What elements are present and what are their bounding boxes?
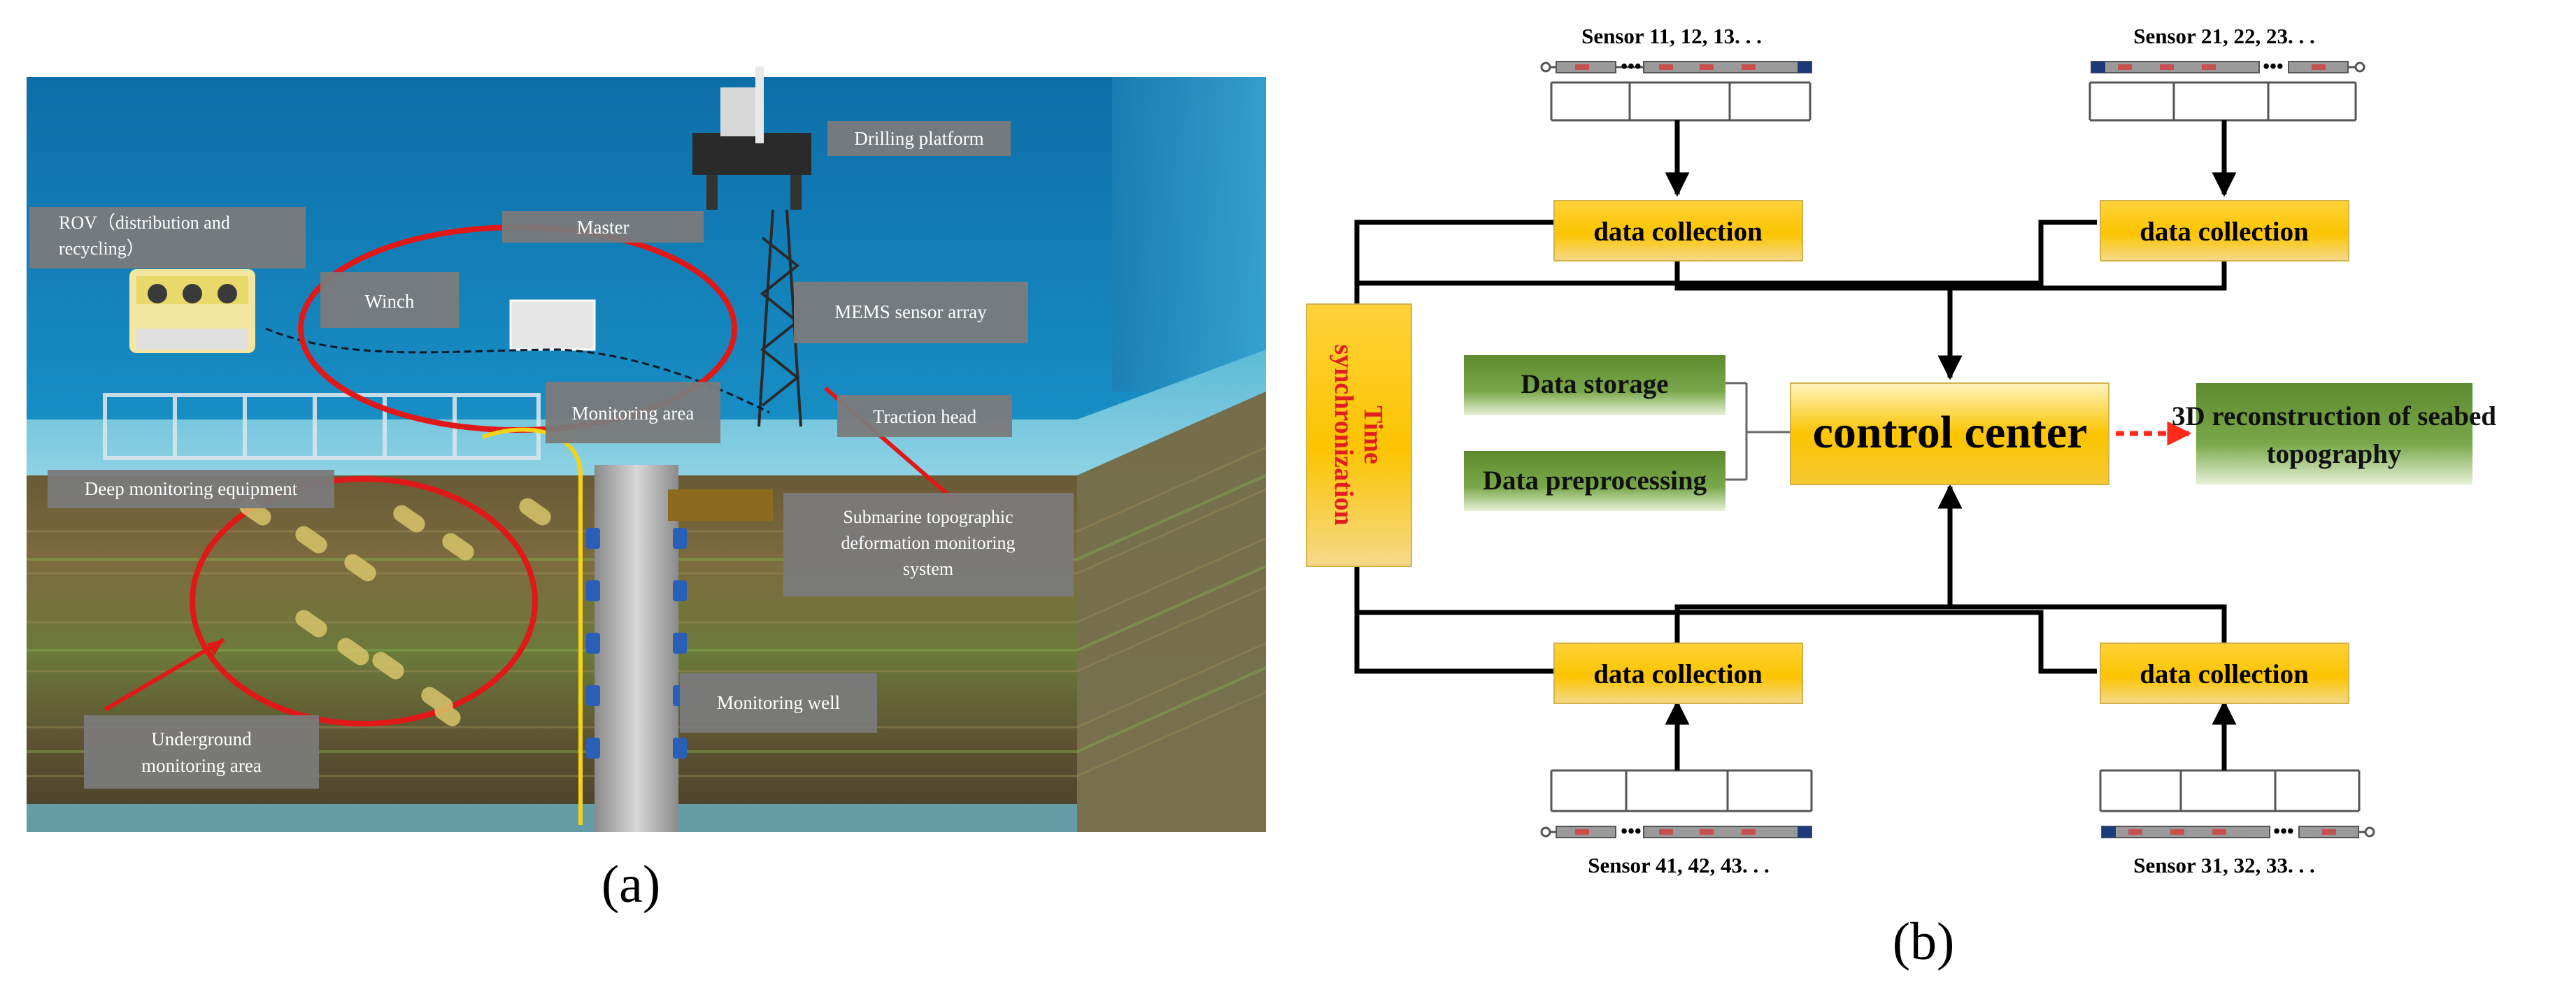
data-collection-label: data collection [2140, 217, 2309, 247]
sensor-group-bottom-left: ••• Sensor 41, 42, 43. . . [1540, 769, 1813, 877]
sensor-group-top-right: Sensor 21, 22, 23. . . ••• [2088, 24, 2365, 122]
svg-text:•••: ••• [2273, 821, 2293, 842]
data-preprocessing-box: Data preprocessing [1464, 451, 1725, 511]
label-rov-line1: ROV（distribution and [59, 213, 230, 233]
sensor-group-top-left: Sensor 11, 12, 13. . . ••• [1540, 24, 1812, 122]
svg-text:•••: ••• [1621, 821, 1641, 842]
label-rov-line2: recycling） [59, 238, 145, 259]
storage-bracket [1725, 382, 1791, 481]
data-storage-box: Data storage [1464, 355, 1725, 415]
caption-a: (a) [602, 855, 660, 914]
sensor-label-top-right: Sensor 21, 22, 23. . . [2133, 24, 2315, 48]
label-submarine-line3: system [903, 559, 953, 579]
caption-b: (b) [1893, 912, 1955, 971]
svg-text:•••: ••• [2263, 56, 2283, 78]
sensor-label-bottom-left: Sensor 41, 42, 43. . . [1588, 853, 1770, 877]
control-center-label: control center [1813, 407, 2088, 458]
label-underground-line1: Underground [151, 729, 252, 749]
time-sync-line2: synchronization [1329, 344, 1358, 525]
reconstruction-line1: 3D reconstruction of seabed [2172, 401, 2496, 431]
sensor-label-bottom-right: Sensor 31, 32, 33. . . [2133, 853, 2315, 877]
label-drilling-platform: Drilling platform [854, 128, 983, 149]
monitoring-well-icon [586, 465, 687, 832]
sensor-strip-top-left: ••• [1556, 56, 1812, 78]
label-traction-head: Traction head [873, 406, 977, 427]
data-collection-top-right: data collection [2100, 200, 2349, 261]
control-center-box: control center [1790, 382, 2109, 485]
time-sync-line1: Time [1358, 406, 1388, 464]
data-storage-label: Data storage [1521, 369, 1668, 399]
sensor-strip-top-right: ••• [2091, 56, 2349, 78]
data-collection-top-left: data collection [1553, 200, 1803, 261]
label-submarine-line1: Submarine topographic [843, 507, 1013, 527]
label-master: Master [577, 217, 629, 238]
label-submarine-line2: deformation monitoring [841, 533, 1015, 553]
label-monitoring-area: Monitoring area [572, 403, 695, 424]
reconstruction-line2: topography [2267, 439, 2402, 469]
rov-vehicle [129, 269, 255, 353]
label-deep-equipment: Deep monitoring equipment [85, 478, 298, 499]
label-mems: MEMS sensor array [834, 301, 987, 322]
data-collection-label: data collection [1593, 659, 1763, 689]
drilling-platform-icon [692, 66, 811, 210]
label-monitoring-well: Monitoring well [717, 692, 840, 713]
label-winch: Winch [365, 291, 415, 312]
data-preprocessing-label: Data preprocessing [1483, 466, 1707, 496]
sensor-strip-bottom-right: ••• [2101, 821, 2359, 842]
data-collection-label: data collection [2140, 659, 2309, 689]
label-underground-line2: monitoring area [141, 755, 262, 776]
sensor-strip-bottom-left: ••• [1556, 821, 1812, 842]
data-collection-bottom-left: data collection [1553, 643, 1803, 704]
sensor-label-top-left: Sensor 11, 12, 13. . . [1581, 24, 1762, 48]
connector-lines [1354, 120, 2237, 770]
svg-text:•••: ••• [1621, 56, 1641, 78]
data-collection-label: data collection [1593, 217, 1763, 247]
sensor-group-bottom-right: ••• Sensor 31, 32, 33. . . [2099, 769, 2375, 877]
data-collection-bottom-right: data collection [2100, 643, 2349, 704]
reconstruction-box: 3D reconstruction of seabed topography [2172, 383, 2496, 485]
panel-a-labels: Drilling platform Master ROV（distributio… [29, 121, 1074, 789]
time-synchronization-box: Time synchronization [1306, 303, 1412, 567]
